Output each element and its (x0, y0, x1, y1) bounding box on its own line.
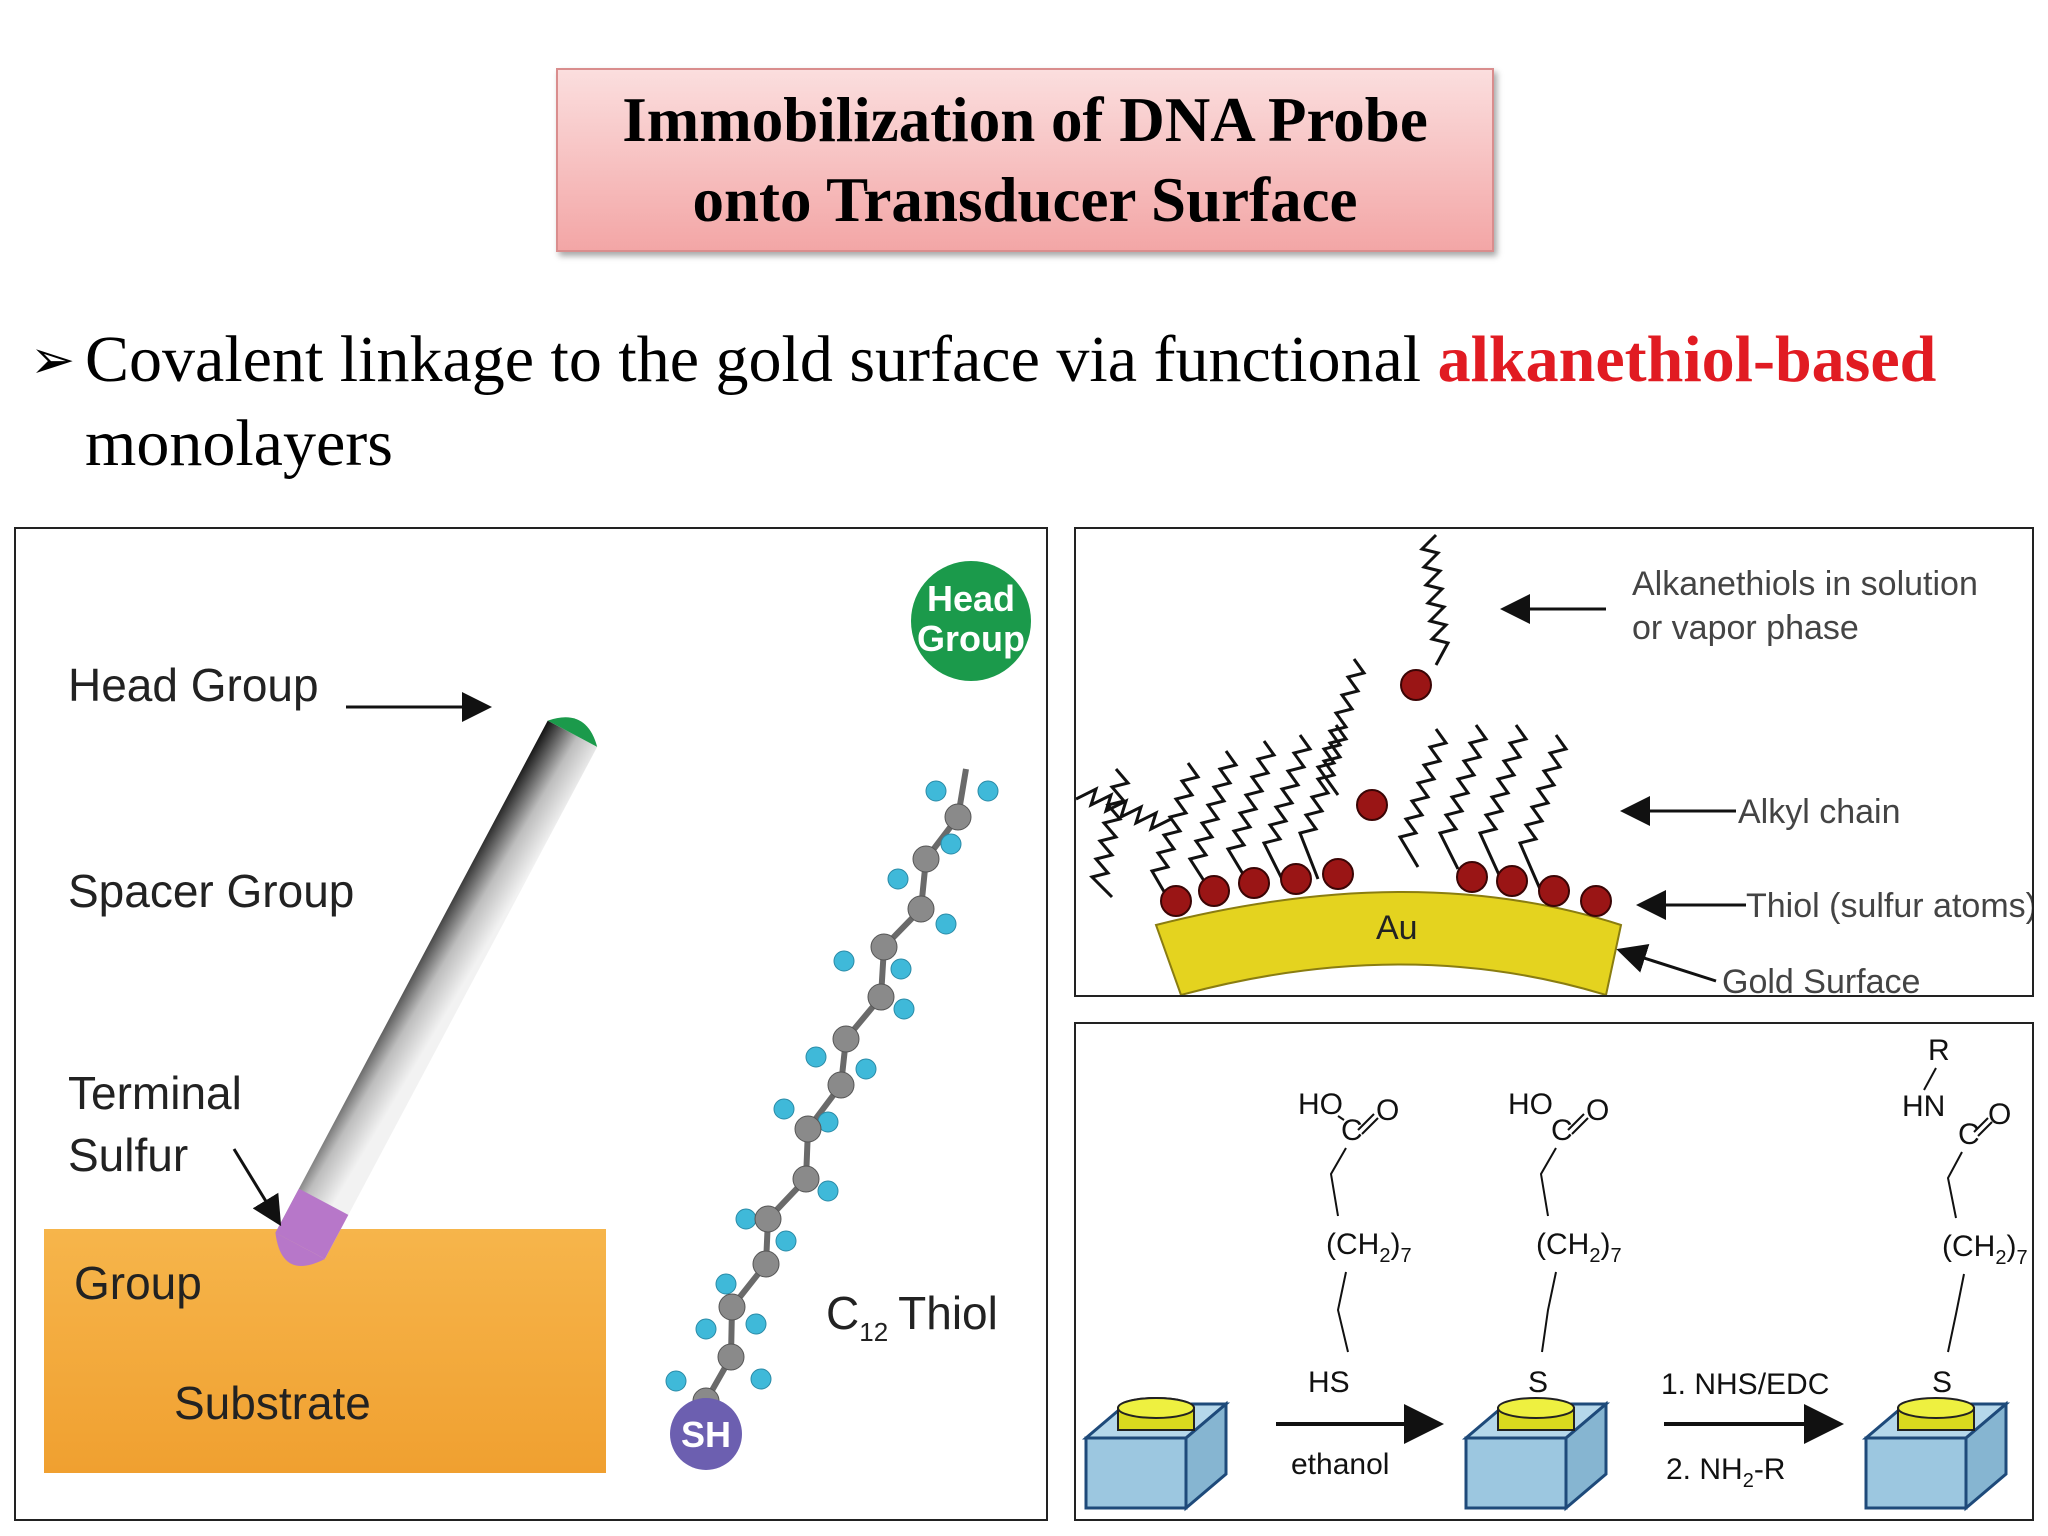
chip-1 (1081, 1397, 1231, 1512)
bullet-arrow-icon: ➢ (30, 328, 76, 391)
svg-text:HN: HN (1902, 1090, 1945, 1123)
label-gold-surface: Gold Surface (1722, 963, 1920, 995)
ball-group-label: Group (917, 618, 1025, 659)
label-solution-line2: or vapor phase (1632, 609, 1859, 647)
gold-surface (1154, 891, 1623, 995)
svg-text:O: O (1988, 1098, 2011, 1131)
surface-functionalization-panel: HO C O (CH2)7 HS ethanol HO C O (CH2)7 S… (1074, 1022, 2034, 1521)
sam-formation-panel: Au Alkanethiols in so (1074, 527, 2034, 997)
gold-surface-arrow (1616, 944, 1717, 983)
nhs-edc-label: 1. NHS/EDC (1661, 1368, 1829, 1401)
svg-text:O: O (1376, 1094, 1399, 1127)
svg-text:HO: HO (1508, 1088, 1553, 1121)
svg-text:S: S (1528, 1366, 1548, 1399)
sh-label: SH (681, 1414, 731, 1455)
bullet-text-plain: Covalent linkage to the gold surface via… (85, 323, 1438, 396)
head-group-ball (911, 561, 1031, 681)
bullet-text-highlight: alkanethiol-based (1437, 323, 1937, 396)
svg-text:S: S (1932, 1366, 1952, 1399)
molecule-2: HO C O (CH2)7 S (1508, 1088, 1622, 1399)
label-sulfur-text: Sulfur (68, 1129, 188, 1181)
terminal-sulfur-arrow (232, 1148, 282, 1227)
alkyl-chains (1076, 533, 1569, 899)
svg-text:O: O (1586, 1094, 1609, 1127)
slide-title-line-2: onto Transducer Surface (692, 165, 1358, 235)
label-head-group: Head Group (68, 659, 319, 711)
alkanethiol-rod (275, 717, 598, 1266)
svg-text:(CH2)7: (CH2)7 (1942, 1230, 2028, 1269)
molecule-1: HO C O (CH2)7 HS (1298, 1088, 1412, 1399)
bullet-text: Covalent linkage to the gold surface via… (85, 318, 2045, 486)
slide-title-line-1: Immobilization of DNA Probe (622, 85, 1428, 155)
label-terminal: Terminal (68, 1067, 242, 1119)
svg-text:C: C (1341, 1114, 1363, 1147)
molecule-3: R HN C O (CH2)7 S (1902, 1034, 2028, 1399)
sh-ball (670, 1398, 742, 1470)
svg-text:R: R (1928, 1034, 1950, 1067)
surface-functionalization-diagram: HO C O (CH2)7 HS ethanol HO C O (CH2)7 S… (1081, 1034, 2028, 1512)
label-spacer-group: Spacer Group (68, 865, 354, 917)
nh2r-label: 2. NH2-R (1666, 1453, 1785, 1492)
ethanol-label: ethanol (1291, 1448, 1389, 1481)
label-solution-line1: Alkanethiols in solution (1632, 565, 1978, 603)
chip-2 (1461, 1397, 1611, 1512)
slide-title-box: Immobilization of DNA Probe onto Transdu… (556, 68, 1494, 252)
svg-text:HS: HS (1308, 1366, 1350, 1399)
sam-formation-diagram: Au Alkanethiols in so (1076, 533, 2032, 995)
svg-text:HO: HO (1298, 1088, 1343, 1121)
label-thiol: Thiol (sulfur atoms) (1746, 887, 2032, 925)
svg-text:(CH2)7: (CH2)7 (1536, 1228, 1622, 1267)
label-alkyl-chain: Alkyl chain (1738, 793, 1901, 831)
label-group: Group (74, 1257, 202, 1309)
sam-structure-diagram: Group Substrate Head Group Spacer Group … (44, 561, 1031, 1473)
substrate-block (44, 1229, 606, 1473)
svg-text:(CH2)7: (CH2)7 (1326, 1228, 1412, 1267)
bullet-text-continuation: monolayers (85, 407, 393, 480)
label-substrate: Substrate (174, 1377, 371, 1429)
ball-head-label: Head (927, 578, 1015, 619)
svg-text:C: C (1551, 1114, 1573, 1147)
thiol-sulfur-atoms (1160, 669, 1612, 917)
au-label: Au (1376, 909, 1418, 947)
chip-3 (1861, 1397, 2011, 1512)
sam-structure-panel: Group Substrate Head Group Spacer Group … (14, 527, 1048, 1521)
svg-text:C: C (1958, 1118, 1980, 1151)
